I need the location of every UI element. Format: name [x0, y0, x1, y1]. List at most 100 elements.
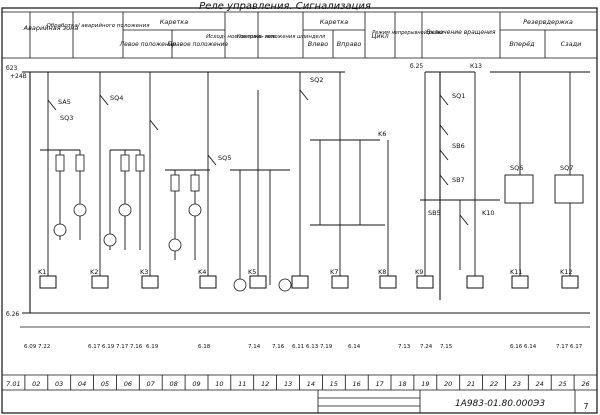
hdr-forward: Вперёд: [509, 40, 535, 48]
footer-number: 03: [55, 380, 63, 388]
footer-number: 13: [284, 380, 292, 388]
contact-0: 6.09 7.22: [24, 344, 50, 350]
footer-number: 7.01: [6, 380, 20, 388]
hdr-cycle: Цикл: [371, 32, 388, 40]
switch-sb7: SB7: [452, 176, 465, 184]
footer-number: 05: [101, 380, 109, 388]
footer-number: 18: [398, 380, 406, 388]
hdr-enable: Включение вращения: [426, 29, 495, 36]
footer-number: 22: [490, 380, 498, 388]
diagram-title: Реле управления. Сигнализация: [199, 1, 371, 12]
hdr-carriage2: Каретка: [320, 18, 348, 26]
switch-sq2: SQ2: [310, 76, 323, 84]
relay-k8: K8: [378, 268, 386, 276]
hdr-rezerve: Резервдержка: [523, 18, 573, 26]
footer-number: 12: [261, 380, 269, 388]
switch-sq4: SQ4: [110, 94, 123, 102]
contact-12: 7.17 6.17: [556, 344, 583, 350]
switch-sq6: SQ6: [510, 164, 523, 172]
rail-label-bottom: б.26: [6, 311, 19, 318]
switch-sq5: SQ5: [218, 154, 231, 162]
contact-5: 7.16: [272, 344, 285, 350]
contact-4: 7.14: [248, 344, 261, 350]
footer-number: 17: [375, 380, 384, 388]
relay-k6: K6: [378, 130, 386, 138]
contact-6: 6.11 6.13 7.19: [292, 344, 333, 350]
hdr-carriage-right: Правое положение: [168, 41, 229, 48]
relay-k9: K9: [415, 268, 423, 276]
hdr-emergency: Аварийная зона: [23, 24, 79, 32]
sq6-block: [504, 174, 534, 204]
hdr-back: Сзади: [561, 40, 582, 48]
footer-number: 23: [513, 380, 521, 388]
rail-label-right: К13: [470, 63, 482, 70]
hdr-control: Контроль положения шпинделя: [237, 34, 325, 40]
hdr-initial: Исход- ное положе- ние: [206, 34, 276, 40]
footer-number: 07: [147, 380, 156, 388]
relay-k4: K4: [198, 268, 206, 276]
switch-sq1: SQ1: [452, 92, 465, 100]
hdr-carriage: Каретка: [160, 18, 188, 26]
switch-sb5: SB5: [428, 209, 441, 217]
relay-k12: K12: [560, 268, 573, 276]
relay-k1: K1: [38, 268, 46, 276]
frame: [1, 7, 598, 414]
footer-number: 11: [238, 380, 246, 388]
contact-11: 6.16 6.14: [510, 344, 537, 350]
footer-number: 09: [192, 380, 200, 388]
power-rails: [22, 71, 590, 314]
branches: [40, 72, 571, 285]
relay-coils: [39, 275, 579, 289]
contact-9: 7.24: [420, 344, 433, 350]
switch-labels: SA5 SQ4 SQ5 SQ2 SQ1 SQ6 SQ7 SB5 SB6 SB7 …: [58, 76, 573, 217]
header-table: [2, 11, 597, 59]
footer-number: 14: [307, 380, 315, 388]
hdr-left: Влево: [308, 40, 328, 48]
footer-number: 26: [581, 380, 589, 388]
hdr-carriage-left: Левое положение: [119, 41, 177, 48]
hdr-mode: Режим непрерывной резки: [372, 30, 444, 36]
contact-1: 6.17 6.19 7.17 7.16: [88, 344, 143, 350]
footer-number: 02: [32, 380, 40, 388]
footer-number: 24: [536, 380, 544, 388]
footer-number: 06: [124, 380, 132, 388]
switch-symbols: [47, 89, 469, 226]
footer-number: 19: [421, 380, 429, 388]
relay-k3: K3: [140, 268, 148, 276]
relay-k2: K2: [90, 268, 98, 276]
footer-number: 21: [467, 380, 475, 388]
footer-number: 08: [169, 380, 177, 388]
contact-2: 6.19: [146, 344, 159, 350]
sq7-block: [554, 174, 584, 204]
switch-sb6: SB6: [452, 142, 465, 150]
relay-k11: K11: [510, 268, 523, 276]
rail-label-top: б23: [6, 65, 18, 72]
hdr-right: Вправо: [337, 40, 362, 48]
relay-k5: K5: [248, 268, 256, 276]
footer-number: 25: [559, 380, 567, 388]
rail-label-voltage: +24В: [10, 73, 27, 80]
relay-labels: K1 K2 K3 K4 K5 K6 K7 K8 K9 K10 K11 K12: [38, 130, 573, 276]
hdr-reset: Обработка/ аварийного положения: [46, 23, 150, 29]
components: [53, 154, 292, 292]
contact-10: 7.15: [440, 344, 453, 350]
contact-labels: 6.09 7.22 6.17 6.19 7.17 7.16 6.19 6.18 …: [24, 344, 583, 350]
contact-3: 6.18: [198, 344, 211, 350]
footer-number: 15: [330, 380, 338, 388]
title-block: [317, 390, 576, 413]
rail-label-mid: б.25: [410, 63, 423, 70]
doc-code: 1А983-01.80.000Э3: [455, 399, 545, 409]
contact-8: 7.13: [398, 344, 411, 350]
switch-sq7: SQ7: [560, 164, 573, 172]
relay-k7: K7: [330, 268, 338, 276]
footer-number: 20: [444, 380, 452, 388]
contact-7: 6.14: [348, 344, 361, 350]
header-labels: Аварийная зона Обработка/ аварийного пол…: [23, 18, 582, 48]
footer-number: 16: [353, 380, 361, 388]
relay-k10: K10: [482, 209, 495, 217]
switch-sq3: SQ3: [60, 114, 73, 122]
footer-number: 04: [78, 380, 86, 388]
switch-sa5: SA5: [58, 98, 71, 106]
